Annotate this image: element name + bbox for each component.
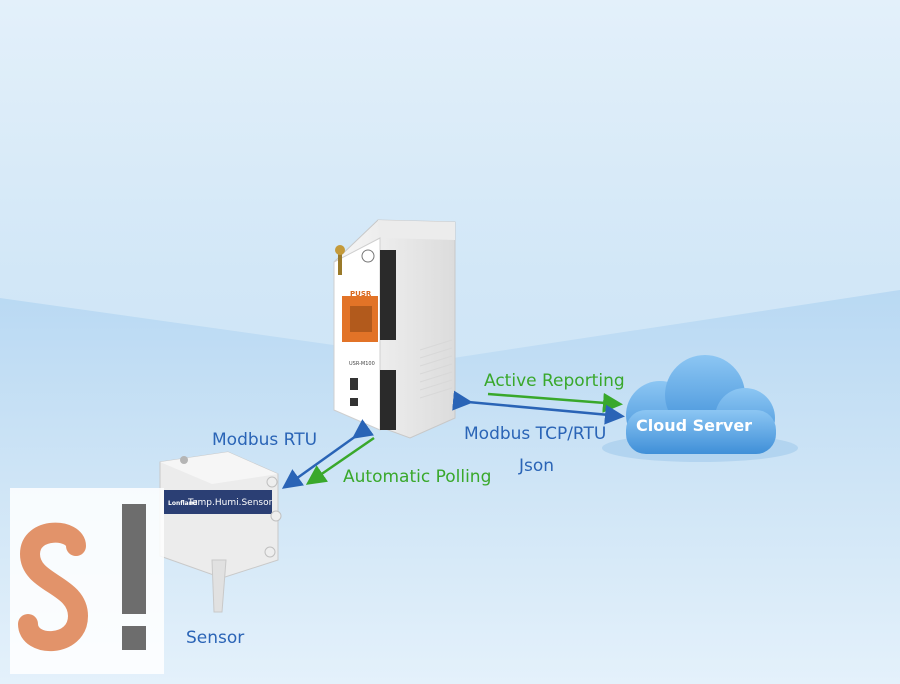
modbus-rtu-label: Modbus RTU — [212, 430, 318, 450]
sensor-label: Sensor — [186, 628, 245, 648]
active-reporting-arrow — [487, 392, 623, 413]
gateway-device-icon — [333, 219, 456, 439]
gateway-brand-label: PUSR — [350, 290, 372, 298]
sensor-device-icon — [159, 451, 282, 613]
gateway-model-label: USR-M100 — [349, 361, 375, 367]
json-label: Json — [519, 456, 555, 476]
sensor-label-strip — [164, 490, 272, 514]
modbus-rtu-arrow — [281, 419, 375, 489]
cloud-icon — [602, 355, 798, 462]
automatic-polling-arrow — [305, 436, 375, 485]
modbus-tcp-rtu-label: Modbus TCP/RTU — [464, 424, 607, 444]
sensor-brand-label: Lonfland — [168, 500, 198, 507]
sensor-name-label: Temp.Humi.Sensor — [188, 498, 273, 508]
modbus-tcp-arrow — [452, 390, 625, 425]
logo-watermark — [10, 488, 164, 674]
logo-icon — [18, 504, 146, 652]
cloud-server-label: Cloud Server — [636, 416, 753, 435]
automatic-polling-label: Automatic Polling — [343, 467, 492, 487]
active-reporting-label: Active Reporting — [484, 371, 625, 391]
